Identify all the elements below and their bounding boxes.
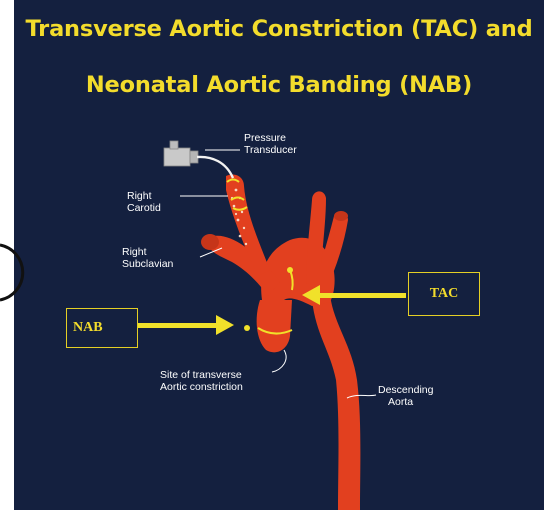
subclavian-end xyxy=(201,234,219,250)
constriction-site-label: Site of transverse Aortic constriction xyxy=(160,369,243,393)
ascending-aorta xyxy=(257,300,292,352)
nab-ligature-knot xyxy=(244,325,250,331)
pressure-transducer-icon xyxy=(164,141,198,166)
tac-arrow xyxy=(302,285,406,305)
right-subclavian-label: Right Subclavian xyxy=(122,246,173,270)
descending-aorta-label: Descending Aorta xyxy=(378,384,433,408)
tac-ligature-knot xyxy=(287,267,293,273)
nab-arrow xyxy=(138,315,234,335)
left-subclavian-end xyxy=(334,211,348,221)
nab-box: NAB xyxy=(66,308,138,348)
right-carotid-label: Right Carotid xyxy=(127,190,161,214)
partial-circle-outline xyxy=(0,245,23,300)
pressure-transducer-label: Pressure Transducer xyxy=(244,132,297,156)
tac-box: TAC xyxy=(408,272,480,316)
transducer-catheter xyxy=(197,157,233,178)
descending-aorta xyxy=(312,295,360,510)
